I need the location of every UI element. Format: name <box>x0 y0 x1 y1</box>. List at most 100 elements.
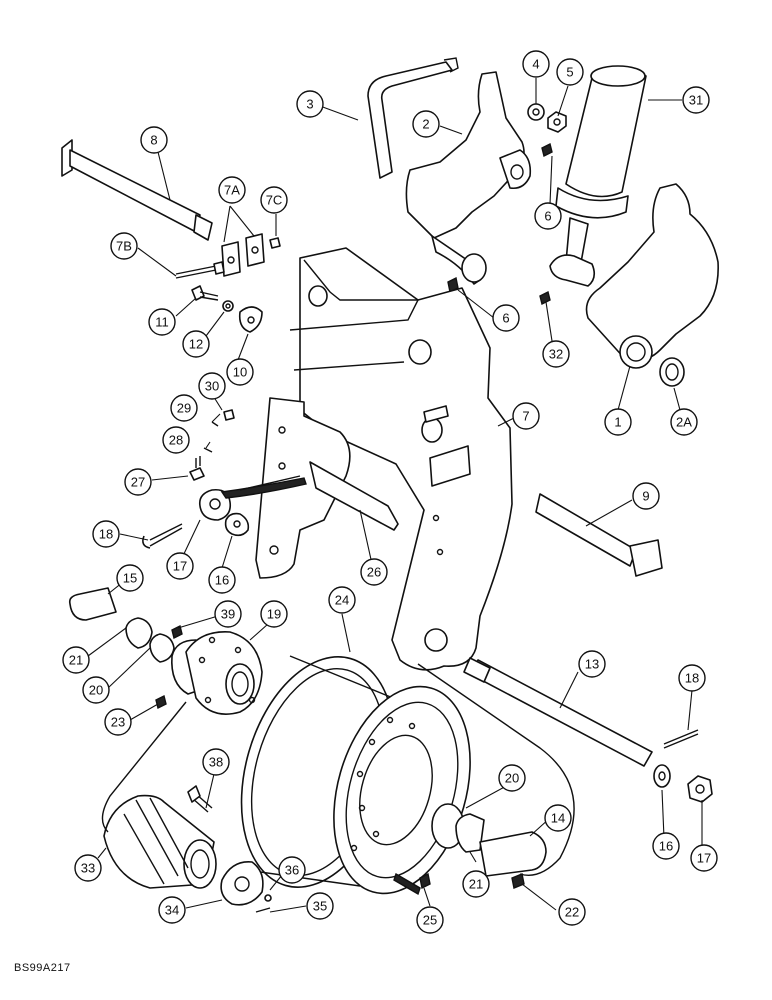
callout-2a: 2A <box>670 408 698 436</box>
callout-7a: 7A <box>218 176 246 204</box>
svg-text:36: 36 <box>285 863 299 878</box>
svg-text:18: 18 <box>685 671 699 686</box>
callout-7c: 7C <box>260 186 288 214</box>
svg-text:18: 18 <box>99 527 113 542</box>
axle-13-drawing <box>463 657 653 767</box>
svg-text:28: 28 <box>169 433 183 448</box>
callout-31: 31 <box>682 86 710 114</box>
svg-text:10: 10 <box>233 365 247 380</box>
callout-16a: 16 <box>208 566 236 594</box>
svg-text:39: 39 <box>221 607 235 622</box>
callout-20b: 20 <box>498 764 526 792</box>
pin-8-drawing <box>61 139 213 241</box>
svg-text:12: 12 <box>189 337 203 352</box>
svg-text:5: 5 <box>566 65 573 80</box>
bracket-1-drawing <box>585 183 719 387</box>
svg-text:15: 15 <box>123 571 137 586</box>
svg-text:9: 9 <box>642 489 649 504</box>
callout-33: 33 <box>74 854 102 882</box>
svg-text:34: 34 <box>165 903 179 918</box>
callout-32: 32 <box>542 340 570 368</box>
callout-30: 30 <box>198 372 226 400</box>
wheel-24-drawing <box>240 655 471 896</box>
callout-2: 2 <box>412 110 440 138</box>
callout-6a: 6 <box>534 202 562 230</box>
bracket-2-drawing <box>405 71 532 285</box>
callout-10: 10 <box>226 358 254 386</box>
callout-29: 29 <box>170 394 198 422</box>
callout-12: 12 <box>182 330 210 358</box>
svg-text:7C: 7C <box>266 193 283 208</box>
callout-17b: 17 <box>690 844 718 872</box>
washer-nut-4-5-drawing <box>447 103 567 306</box>
callout-27: 27 <box>124 468 152 496</box>
svg-text:22: 22 <box>565 905 579 920</box>
callout-28: 28 <box>162 426 190 454</box>
svg-text:26: 26 <box>367 565 381 580</box>
svg-text:4: 4 <box>532 57 539 72</box>
svg-text:33: 33 <box>81 861 95 876</box>
svg-text:30: 30 <box>205 379 219 394</box>
callout-7: 7 <box>512 402 540 430</box>
svg-text:24: 24 <box>335 593 349 608</box>
svg-text:7A: 7A <box>224 183 240 198</box>
svg-text:32: 32 <box>549 347 563 362</box>
svg-text:31: 31 <box>689 93 703 108</box>
svg-text:16: 16 <box>659 839 673 854</box>
callout-16b: 16 <box>652 832 680 860</box>
callout-39: 39 <box>214 600 242 628</box>
svg-text:38: 38 <box>209 755 223 770</box>
svg-text:6: 6 <box>502 311 509 326</box>
callout-21a: 21 <box>62 646 90 674</box>
svg-text:7B: 7B <box>116 239 132 254</box>
fasteners-left-drawing <box>142 409 250 549</box>
callout-leaders <box>87 78 703 913</box>
callout-8: 8 <box>140 126 168 154</box>
callout-1: 1 <box>604 408 632 436</box>
callout-14: 14 <box>544 804 572 832</box>
callout-17a: 17 <box>166 552 194 580</box>
callout-21b: 21 <box>462 870 490 898</box>
callout-18b: 18 <box>678 664 706 692</box>
callout-18a: 18 <box>92 520 120 548</box>
callout-5: 5 <box>556 58 584 86</box>
svg-text:21: 21 <box>469 877 483 892</box>
pin-9-drawing <box>535 493 663 577</box>
callout-26: 26 <box>360 558 388 586</box>
fasteners-right-drawing <box>653 729 713 803</box>
hub-assembly-left-drawing <box>68 587 263 715</box>
cylinder-31-drawing <box>549 65 647 287</box>
hub-assembly-right-drawing <box>419 813 547 890</box>
callout-20a: 20 <box>82 676 110 704</box>
svg-text:21: 21 <box>69 653 83 668</box>
fasteners-11-12-10-drawing <box>191 285 263 333</box>
svg-text:14: 14 <box>551 811 565 826</box>
svg-text:7: 7 <box>522 409 529 424</box>
svg-text:19: 19 <box>267 607 281 622</box>
callout-34: 34 <box>158 896 186 924</box>
callout-6b: 6 <box>492 304 520 332</box>
callout-15: 15 <box>116 564 144 592</box>
callout-35: 35 <box>306 892 334 920</box>
callout-24: 24 <box>328 586 356 614</box>
svg-text:8: 8 <box>150 133 157 148</box>
strip-26-drawing <box>220 461 399 531</box>
svg-text:16: 16 <box>215 573 229 588</box>
svg-text:27: 27 <box>131 475 145 490</box>
svg-text:29: 29 <box>177 401 191 416</box>
callout-22: 22 <box>558 898 586 926</box>
svg-text:23: 23 <box>111 715 125 730</box>
svg-text:2A: 2A <box>676 415 692 430</box>
callout-23: 23 <box>104 708 132 736</box>
svg-text:1: 1 <box>614 415 621 430</box>
svg-text:20: 20 <box>89 683 103 698</box>
callout-11: 11 <box>148 308 176 336</box>
svg-text:3: 3 <box>306 97 313 112</box>
callout-36: 36 <box>278 856 306 884</box>
svg-text:2: 2 <box>422 117 429 132</box>
callout-4: 4 <box>522 50 550 78</box>
u-bar-3-drawing <box>367 57 459 179</box>
callout-3: 3 <box>296 90 324 118</box>
frame-7-drawing <box>255 247 513 671</box>
